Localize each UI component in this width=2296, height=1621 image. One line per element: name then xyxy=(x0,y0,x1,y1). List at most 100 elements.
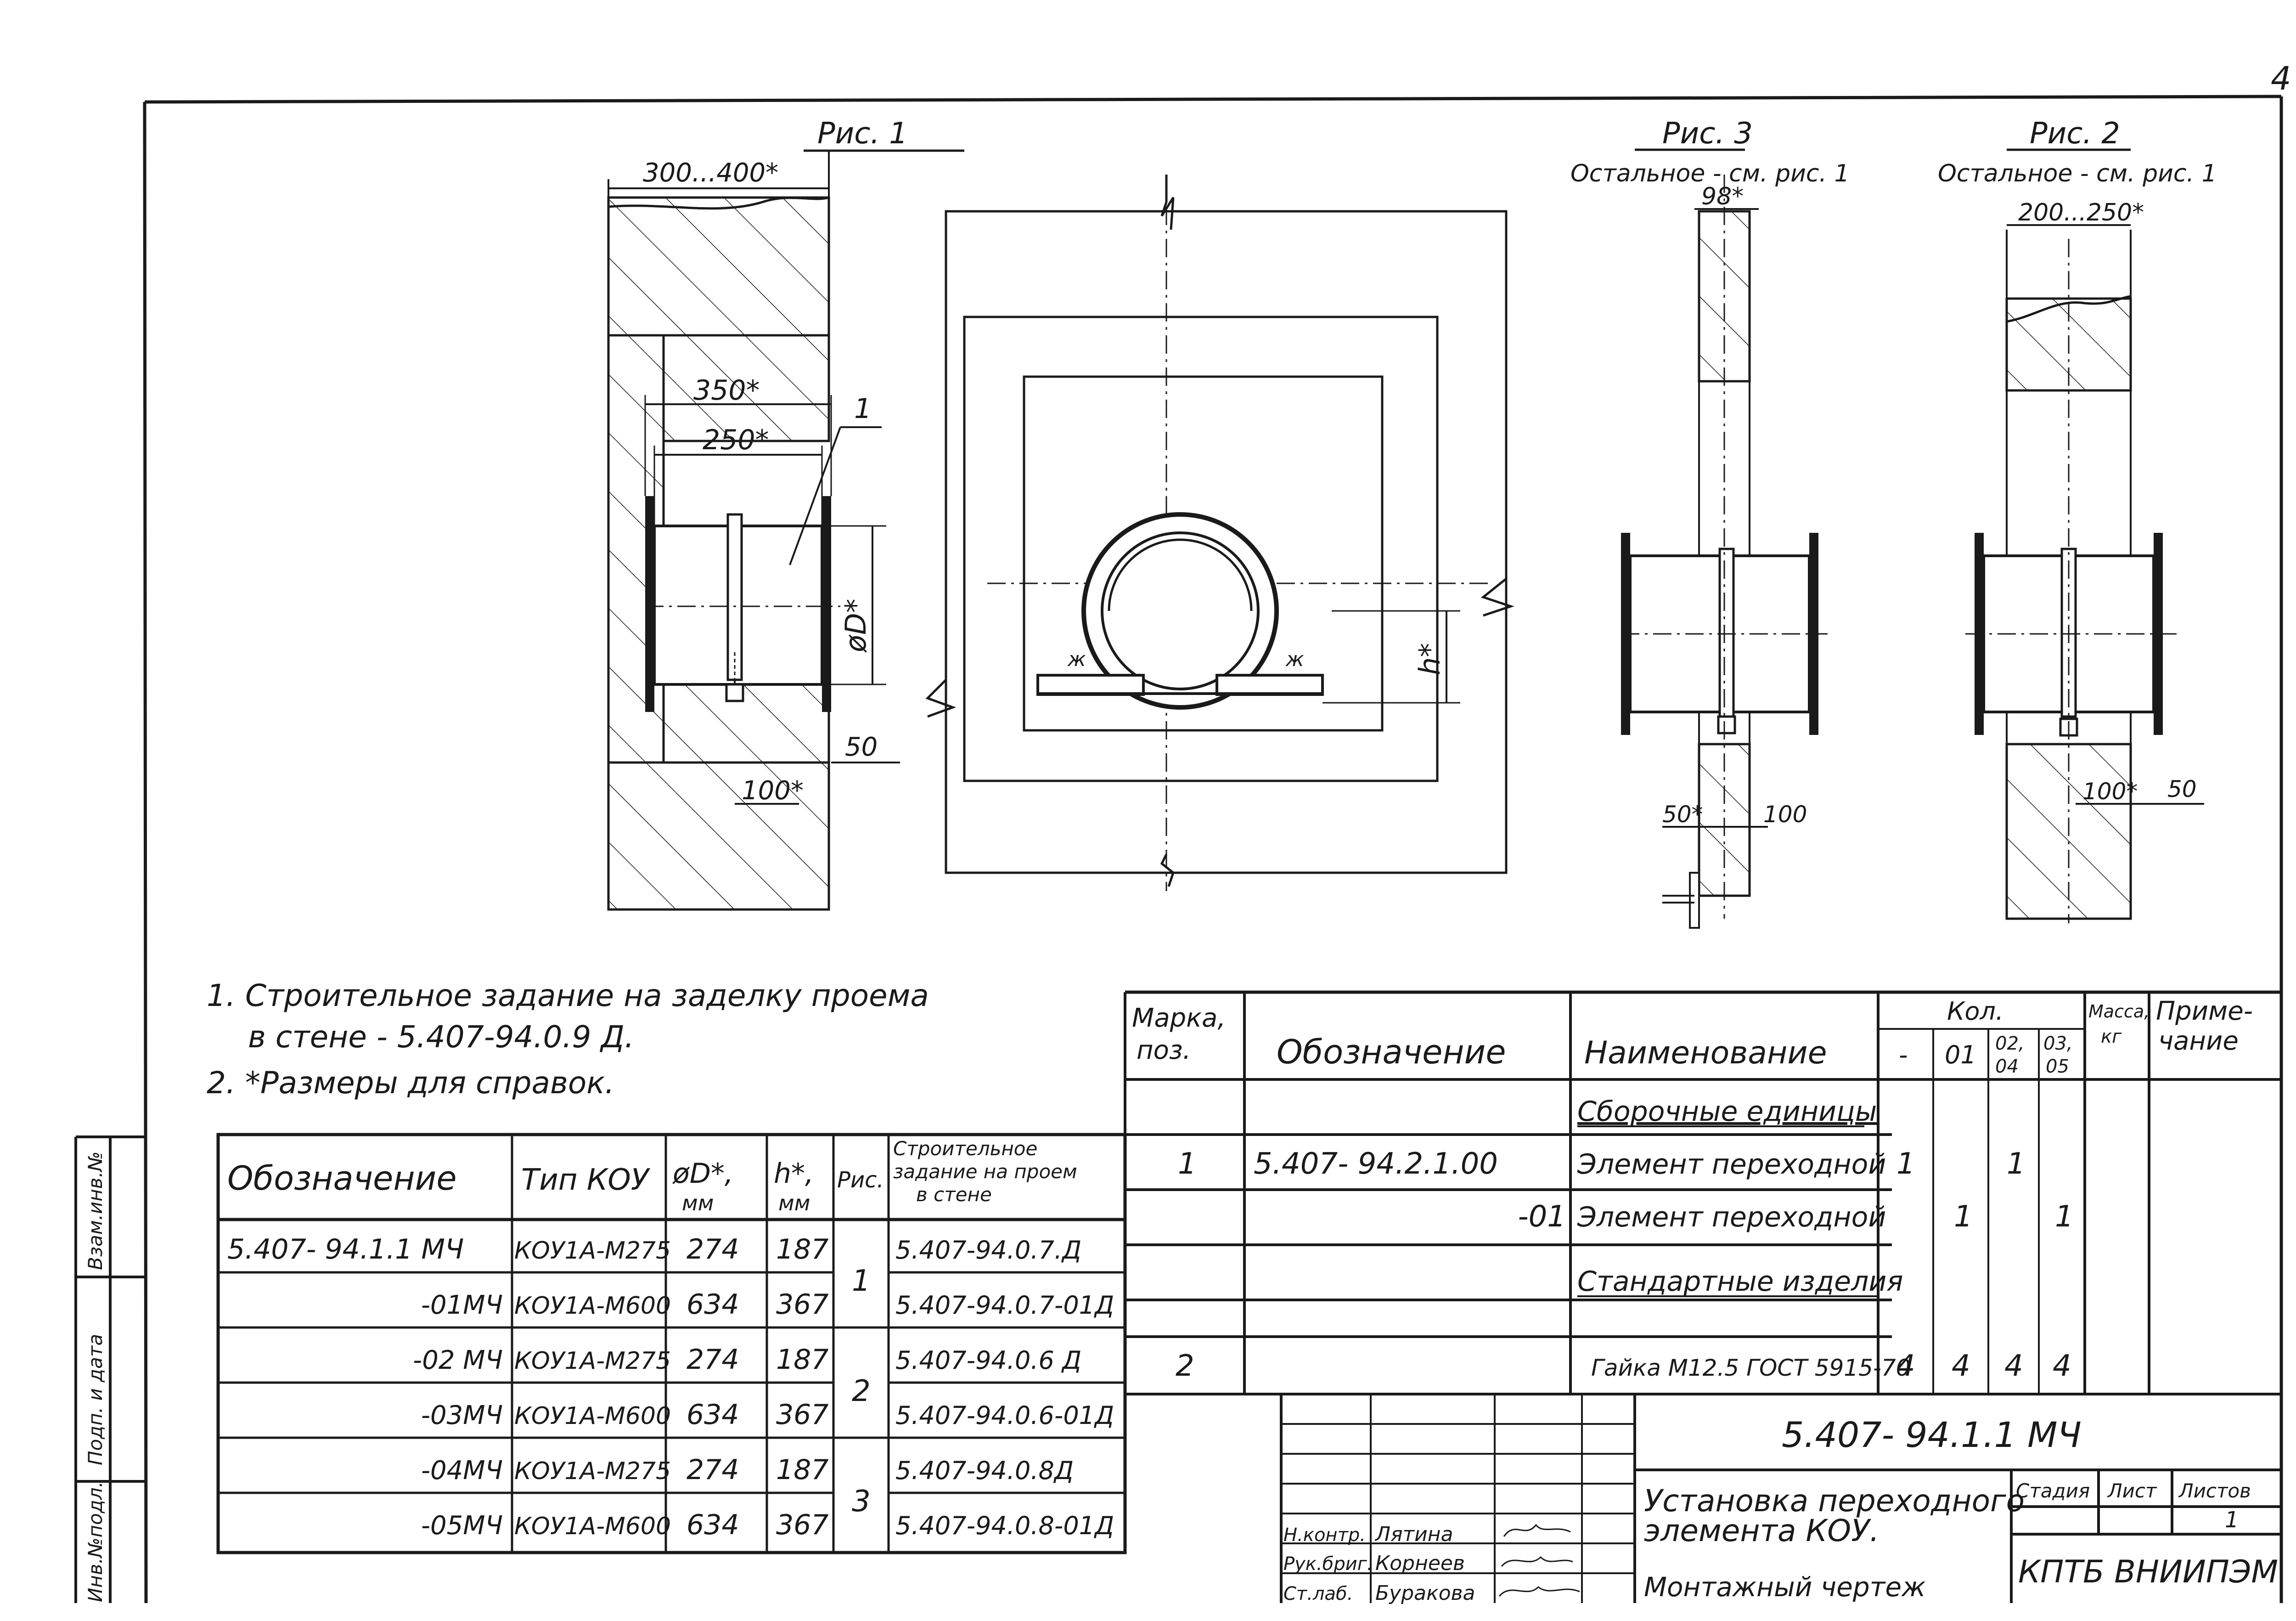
dim-350: 350* xyxy=(693,374,760,407)
table-row: 5.407- 94.1.1 МЧ КОУ1А-М275 274 187 5.40… xyxy=(227,1233,1081,1265)
signature-role: Н.контр. xyxy=(1283,1525,1366,1546)
col-header-task-1: Строительное xyxy=(893,1137,1037,1160)
cell-d: 274 xyxy=(687,1344,739,1376)
document-code: 5.407- 94.1.1 МЧ xyxy=(1782,1414,2082,1455)
cell-h: 367 xyxy=(776,1288,829,1321)
cell-d: 274 xyxy=(687,1233,739,1265)
dim-50-fig2: 50 xyxy=(2167,776,2197,802)
cell-designation: -02 МЧ xyxy=(413,1345,503,1375)
document-title-1: Установка переходного xyxy=(1644,1483,2025,1519)
col-header-d: øD*, xyxy=(672,1158,733,1190)
col-header-task-2: задание на проем xyxy=(893,1160,1077,1183)
col-header-mark-1: Марка, xyxy=(1132,1003,1226,1033)
table-row: -04МЧ КОУ1А-М275 274 187 5.407-94.0.8Д xyxy=(421,1454,1074,1486)
cell-qty-0305: 1 xyxy=(2055,1200,2074,1234)
col-header-h: h*, xyxy=(774,1158,814,1190)
table-row: 2 Гайка М12.5 ГОСТ 5915-70 4 4 4 4 xyxy=(1176,1349,2071,1383)
cell-type: КОУ1А-М600 xyxy=(514,1292,671,1320)
signature-row: Ст.лаб. Буракова xyxy=(1283,1581,1580,1605)
dim-98: 98* xyxy=(1701,183,1744,210)
cell-designation: -05МЧ xyxy=(421,1511,503,1541)
col-header-designation: Обозначение xyxy=(1277,1033,1506,1071)
cell-designation: -01МЧ xyxy=(421,1290,503,1320)
col-header-mass-2: кг xyxy=(2101,1026,2122,1047)
cell-d: 634 xyxy=(687,1288,739,1321)
cell-qty-base: 4 xyxy=(1896,1349,1915,1383)
document-title-2: элемента КОУ. xyxy=(1644,1513,1879,1548)
section-standard-items: Стандартные изделия xyxy=(1577,1265,1903,1298)
dim-wall-fig2: 200...250* xyxy=(2018,199,2144,226)
figure-2-note: Остальное - см. рис. 1 xyxy=(1938,160,2217,187)
cell-task: 5.407-94.0.7-01Д xyxy=(895,1291,1114,1320)
notes: 1. Строительное задание на заделку проем… xyxy=(207,978,929,1101)
cell-fig: 3 xyxy=(852,1485,871,1519)
position-label-1: 1 xyxy=(854,393,872,425)
col-header-qty-04: 04 xyxy=(1995,1056,2019,1077)
table-row: -02 МЧ КОУ1А-М275 274 187 5.407-94.0.6 Д xyxy=(413,1344,1081,1376)
cell-qty-0204: 4 xyxy=(2004,1349,2023,1383)
dim-100-fig2: 100* xyxy=(2082,778,2138,805)
title-block: 5.407- 94.1.1 МЧ Установка переходного э… xyxy=(1280,1394,2281,1605)
cell-task: 5.407-94.0.8-01Д xyxy=(895,1511,1114,1540)
cell-type: КОУ1А-М600 xyxy=(514,1402,671,1430)
figure-1-title: Рис. 1 xyxy=(817,117,908,151)
stamp-inv-original: Инв.№подл. xyxy=(84,1481,107,1602)
col-header-qty-01: 01 xyxy=(1945,1040,1976,1069)
col-header-mass-1: Масса, xyxy=(2088,1001,2150,1022)
cell-name: Элемент переходной xyxy=(1577,1148,1886,1180)
cell-qty-01: 4 xyxy=(1952,1349,1970,1383)
col-header-qty-05: 05 xyxy=(2046,1056,2069,1077)
col-header-h-unit: мм xyxy=(778,1191,810,1215)
dim-wall-fig1: 300...400* xyxy=(643,158,778,188)
bolt-icon: ж xyxy=(1067,648,1086,671)
cell-qty-base: 1 xyxy=(1896,1147,1915,1181)
col-header-designation: Обозначение xyxy=(227,1159,457,1197)
note-1a: 1. Строительное задание на заделку проем… xyxy=(207,978,929,1013)
sheet-label: Лист xyxy=(2107,1480,2157,1502)
cell-fig: 1 xyxy=(852,1264,871,1298)
col-header-qty: Кол. xyxy=(1947,997,2003,1026)
cell-h: 367 xyxy=(776,1509,829,1541)
col-header-qty-02: 02, xyxy=(1995,1033,2025,1054)
cell-task: 5.407-94.0.7.Д xyxy=(895,1236,1081,1265)
cell-type: КОУ1А-М275 xyxy=(514,1237,671,1265)
figure-3-note: Остальное - см. рис. 1 xyxy=(1570,160,1850,187)
cell-qty-0204: 1 xyxy=(2007,1147,2026,1181)
col-header-d-unit: мм xyxy=(682,1191,714,1215)
dim-100-fig1: 100* xyxy=(742,776,804,806)
figure-3-title: Рис. 3 xyxy=(1662,117,1753,151)
signature-role: Ст.лаб. xyxy=(1283,1583,1353,1604)
col-header-qty-03: 03, xyxy=(2043,1033,2073,1054)
table-row: -01МЧ КОУ1А-М600 634 367 5.407-94.0.7-01… xyxy=(421,1288,1114,1321)
stage-label: Стадия xyxy=(2016,1480,2090,1502)
cell-mark: 1 xyxy=(1178,1147,1197,1181)
spec-table: Марка, поз. Обозначение Наименование Кол… xyxy=(1124,990,2283,1395)
page-number: 4 xyxy=(2271,60,2291,97)
cell-designation: -04МЧ xyxy=(421,1456,503,1485)
cell-type: КОУ1А-М600 xyxy=(514,1513,671,1540)
transition-element-fig1 xyxy=(645,496,840,712)
dim-100-fig3: 100 xyxy=(1763,801,1807,828)
signature-mark xyxy=(1503,1524,1571,1537)
cell-mark: 2 xyxy=(1176,1349,1194,1383)
cell-h: 187 xyxy=(776,1233,829,1265)
cell-type: КОУ1А-М275 xyxy=(514,1347,671,1375)
signature-mark xyxy=(1498,1586,1580,1597)
organization: КПТБ ВНИИПЭМ xyxy=(2018,1554,2278,1590)
signature-name: Буракова xyxy=(1375,1581,1475,1605)
col-header-mark-2: поз. xyxy=(1137,1035,1191,1065)
signature-name: Корнеев xyxy=(1375,1552,1465,1575)
bolt-icon: ж xyxy=(1285,648,1304,671)
cell-task: 5.407-94.0.8Д xyxy=(895,1456,1074,1485)
signature-role: Рук.бриг. xyxy=(1283,1553,1373,1575)
kou-table: Обозначение Тип КОУ øD*, мм h*, мм Рис. … xyxy=(216,1133,1127,1554)
col-header-qty-base: - xyxy=(1899,1040,1908,1069)
table-row: 1 5.407- 94.2.1.00 Элемент переходной 1 … xyxy=(1178,1147,2026,1181)
signature-row: Н.контр. Лятина xyxy=(1283,1523,1571,1546)
dim-diameter: øD* xyxy=(839,599,872,653)
cell-designation: -03МЧ xyxy=(421,1401,503,1430)
col-header-name: Наименование xyxy=(1584,1035,1827,1071)
cell-d: 634 xyxy=(687,1509,739,1541)
col-header-note-2: чание xyxy=(2158,1026,2239,1056)
signature-mark xyxy=(1501,1556,1573,1567)
